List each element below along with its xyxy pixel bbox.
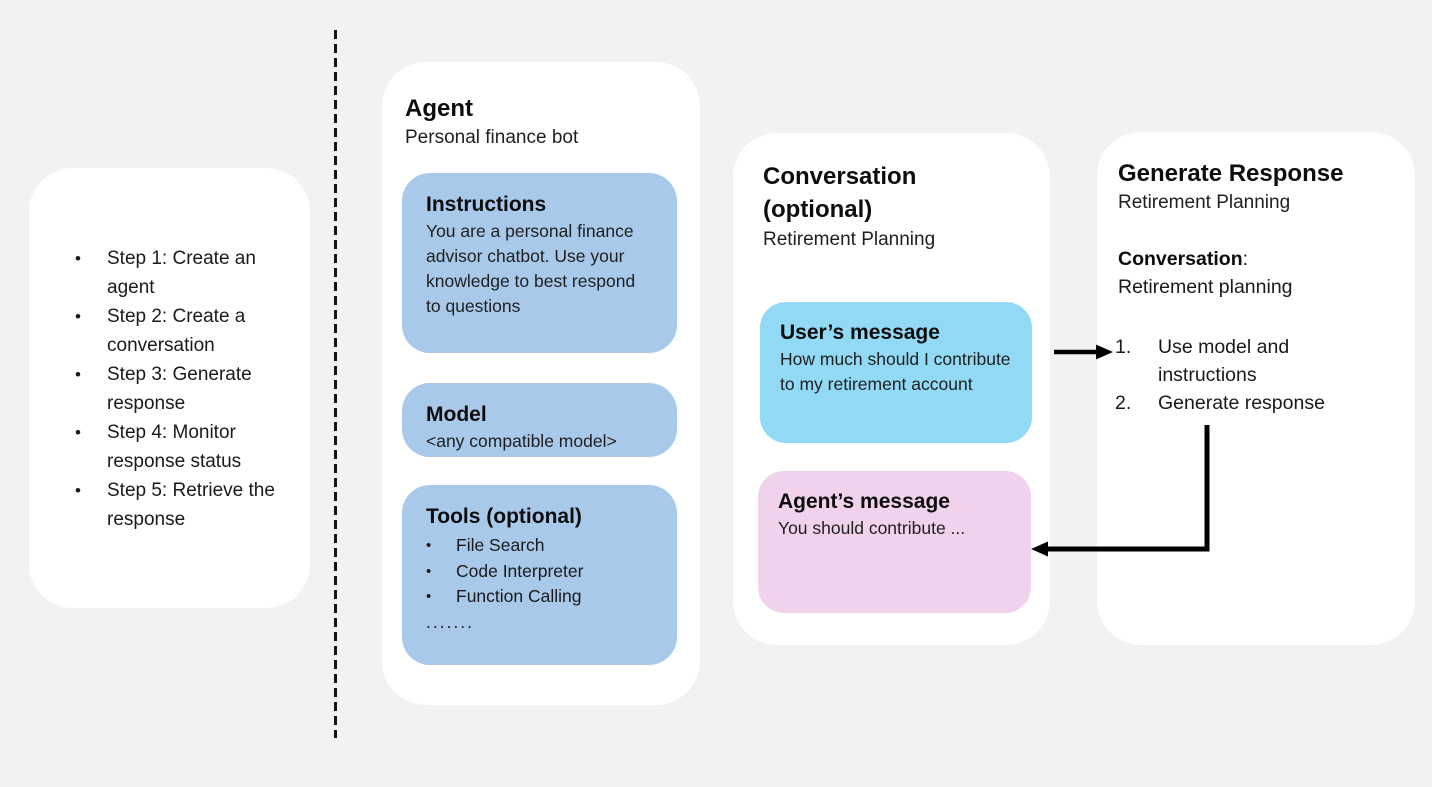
generate-response-card: Generate Response Retirement Planning Co… (1097, 132, 1415, 645)
list-item: • Function Calling (426, 584, 653, 610)
steps-panel: • Step 1: Create an agent • Step 2: Crea… (29, 168, 310, 608)
tool-label: Function Calling (456, 586, 582, 606)
agent-card-title: Agent (405, 95, 473, 122)
instructions-box: Instructions You are a personal finance … (402, 173, 677, 353)
agent-card-subtitle: Personal finance bot (405, 127, 579, 148)
step-label: Step 5: Retrieve the response (107, 480, 275, 530)
bullet-icon: • (75, 481, 81, 500)
generate-card-subtitle: Retirement Planning (1118, 192, 1291, 213)
model-body: <any compatible model> (426, 431, 617, 451)
agent-card-header: Agent Personal finance bot (382, 62, 700, 152)
conversation-card: Conversation (optional) Retirement Plann… (733, 133, 1050, 645)
generate-steps-list: 1. Use model and instructions 2. Generat… (1097, 333, 1415, 417)
generate-conversation-line: Conversation: Retirement planning (1097, 217, 1415, 301)
user-message-body: How much should I contribute to my retir… (780, 349, 1011, 394)
list-item: 1. Use model and instructions (1115, 333, 1401, 389)
conversation-card-title-line1: Conversation (763, 163, 917, 190)
conversation-card-title-line2: (optional) (763, 196, 873, 223)
bullet-icon: • (426, 537, 432, 554)
step-label: Use model and instructions (1158, 336, 1290, 386)
tools-title: Tools (optional) (426, 505, 582, 528)
conversation-card-header: Conversation (optional) Retirement Plann… (733, 133, 1050, 254)
conversation-card-subtitle: Retirement Planning (763, 229, 936, 250)
bullet-icon: • (426, 588, 432, 605)
list-item: 2. Generate response (1115, 389, 1401, 417)
tools-list: • File Search • Code Interpreter • Funct… (426, 533, 653, 610)
list-item: • File Search (426, 533, 653, 559)
list-item: • Step 4: Monitor response status (75, 418, 292, 476)
agent-card: Agent Personal finance bot Instructions … (382, 62, 700, 705)
user-message-title: User’s message (780, 321, 940, 344)
step-label: Step 1: Create an agent (107, 248, 256, 298)
list-item: • Step 3: Generate response (75, 360, 292, 418)
step-number: 2. (1115, 392, 1132, 414)
conversation-value: Retirement planning (1118, 276, 1293, 298)
step-label: Step 3: Generate response (107, 364, 252, 414)
bullet-icon: • (426, 562, 432, 580)
agent-message-box: Agent’s message You should contribute ..… (758, 471, 1031, 613)
model-box: Model <any compatible model> (402, 383, 677, 457)
instructions-body: You are a personal finance advisor chatb… (426, 221, 636, 316)
agent-message-body: You should contribute ... (778, 518, 966, 538)
agent-message-title: Agent’s message (778, 490, 950, 513)
list-item: • Step 2: Create a conversation (75, 302, 292, 360)
steps-list: • Step 1: Create an agent • Step 2: Crea… (29, 168, 310, 534)
generate-card-title: Generate Response (1118, 160, 1344, 187)
conversation-label: Conversation (1118, 248, 1243, 270)
step-label: Step 4: Monitor response status (107, 422, 242, 472)
generate-card-header: Generate Response Retirement Planning (1097, 132, 1415, 217)
bullet-icon: • (75, 365, 81, 384)
step-label: Generate response (1158, 392, 1325, 414)
conversation-separator: : (1242, 248, 1249, 270)
tools-box: Tools (optional) • File Search • Code In… (402, 485, 677, 665)
bullet-icon: • (75, 423, 81, 442)
list-item: • Step 5: Retrieve the response (75, 476, 292, 534)
instructions-title: Instructions (426, 193, 547, 216)
model-title: Model (426, 403, 487, 426)
bullet-icon: • (75, 249, 81, 268)
list-item: • Step 1: Create an agent (75, 244, 292, 302)
step-label: Step 2: Create a conversation (107, 306, 246, 356)
bullet-icon: • (75, 307, 81, 326)
tools-ellipsis: ....... (426, 611, 475, 632)
step-number: 1. (1115, 336, 1132, 358)
user-message-box: User’s message How much should I contrib… (760, 302, 1032, 443)
dashed-divider (334, 30, 337, 738)
tool-label: File Search (456, 535, 545, 555)
tool-label: Code Interpreter (456, 560, 584, 581)
list-item: • Code Interpreter (426, 559, 653, 585)
